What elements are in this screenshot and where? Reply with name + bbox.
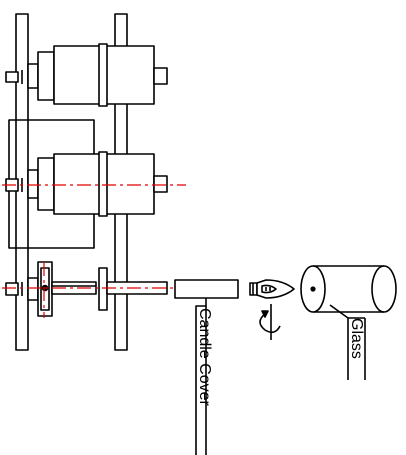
- centerlines: [2, 184, 186, 289]
- rotate-arrow-icon: [259, 304, 281, 340]
- bottom-lamp-holder: [5, 261, 168, 317]
- top-cylinder-assembly: [5, 43, 168, 107]
- candle-cover: [174, 279, 239, 299]
- glass-leader: [329, 304, 349, 380]
- glass-cylinder: [300, 265, 397, 313]
- glass-label: Glass: [348, 318, 365, 359]
- flame-bulb-icon: [249, 279, 295, 299]
- candle-cover-leader: [195, 298, 207, 455]
- candle-cover-label: Candle Cover: [196, 308, 213, 407]
- middle-cylinder-assembly: [5, 151, 168, 217]
